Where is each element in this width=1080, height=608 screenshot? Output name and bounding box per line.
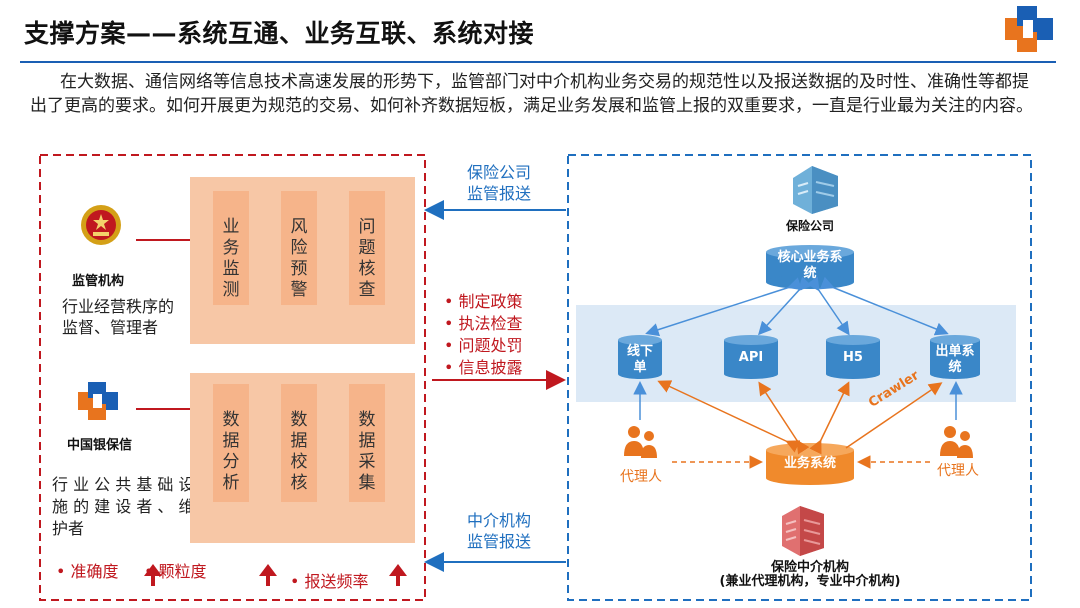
intro-paragraph: 在大数据、通信网络等信息技术高速发展的形势下，监管部门对中介机构业务交易的规范性… xyxy=(30,72,1033,116)
agent-left-icon xyxy=(624,426,657,458)
agent-left-label: 代理人 xyxy=(620,469,662,485)
cell-issue-review: 问题核查 xyxy=(349,191,385,305)
channel-issuing-db xyxy=(930,335,980,379)
cell-data-validation: 数据校核 xyxy=(281,384,317,502)
platform-desc-line3: 护者 xyxy=(52,519,85,538)
bullet-penalty: • 问题处罚 xyxy=(444,336,523,355)
insurer-building-icon xyxy=(793,166,838,214)
bullet-inspection: • 执法检查 xyxy=(444,314,523,333)
agent-right-icon xyxy=(940,426,973,458)
regulator-label: 监管机构 xyxy=(72,274,125,289)
intermediary-label-line1: 保险中介机构 xyxy=(770,560,849,575)
channel-offline-label: 线下单 xyxy=(626,344,653,375)
channel-api-label: API xyxy=(738,350,764,365)
footer-granularity: • 颗粒度 xyxy=(144,562,207,581)
logo-icon xyxy=(1003,4,1055,54)
intermediary-building-icon xyxy=(782,506,824,556)
agent-right-label: 代理人 xyxy=(937,463,979,479)
left-frame xyxy=(39,154,426,601)
channel-api-db xyxy=(724,335,778,379)
channel-issuing-label: 出单系统 xyxy=(935,344,975,375)
up-arrow-2 xyxy=(259,564,277,586)
page-title: 支撑方案——系统互通、业务互联、系统对接 xyxy=(24,19,535,48)
bullet-policy: • 制定政策 xyxy=(444,292,523,311)
regulator-desc-line1: 行业经营秩序的 xyxy=(62,297,175,316)
platform-desc-line1: 行 业 公 共 基 础 设 xyxy=(52,475,195,494)
up-arrow-3 xyxy=(389,564,407,586)
intermediary-report-label: 中介机构监管报送 xyxy=(466,511,531,551)
intermediary-label-line2: (兼业代理机构，专业中介机构) xyxy=(719,574,901,589)
business-system-label: 业务系统 xyxy=(783,456,836,471)
bullet-disclosure: • 信息披露 xyxy=(444,358,523,377)
title-divider xyxy=(20,61,1056,63)
national-emblem-icon xyxy=(80,204,122,246)
core-system-label: 核心业务系统 xyxy=(777,250,843,281)
regulator-desc-line2: 监督、管理者 xyxy=(62,318,159,337)
cell-risk-warning: 风险预警 xyxy=(281,191,317,305)
footer-accuracy: • 准确度 xyxy=(56,562,119,581)
cell-business-monitoring: 业务监测 xyxy=(213,191,249,305)
channel-offline-db xyxy=(618,335,662,379)
insurer-report-label: 保险公司监管报送 xyxy=(466,163,531,203)
right-frame xyxy=(567,154,1032,601)
cell-data-analysis: 数据分析 xyxy=(213,384,249,502)
channel-h5-label: H5 xyxy=(843,350,863,365)
platform-logo-icon xyxy=(76,380,120,422)
platform-label: 中国银保信 xyxy=(67,438,133,453)
supervision-bullets: • 制定政策 • 执法检查 • 问题处罚 • 信息披露 xyxy=(444,291,523,379)
platform-desc-line2: 施 的 建 设 者 、 维 xyxy=(52,497,195,516)
channel-h5-db xyxy=(826,335,880,379)
up-arrow-1 xyxy=(144,564,162,586)
insurer-label: 保险公司 xyxy=(785,219,834,233)
footer-frequency: • 报送频率 xyxy=(290,572,369,591)
cell-data-collection: 数据采集 xyxy=(349,384,385,502)
